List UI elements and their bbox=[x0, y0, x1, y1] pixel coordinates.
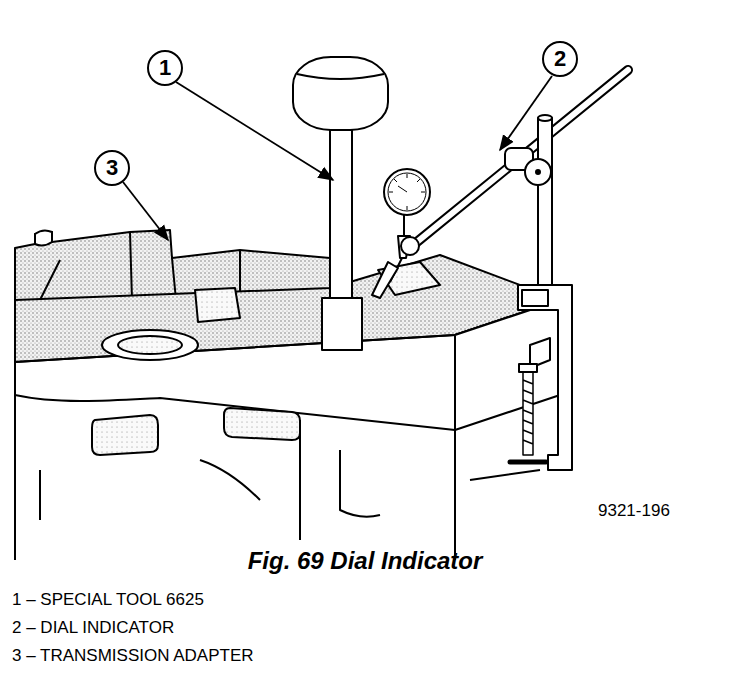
tool-knob-band bbox=[297, 74, 384, 79]
dial-lever bbox=[372, 262, 398, 298]
dial-holder bbox=[401, 237, 419, 255]
boss-cylinder bbox=[35, 230, 52, 245]
tool-sleeve bbox=[322, 298, 362, 350]
tool-knob bbox=[293, 57, 388, 130]
legend-line: 2 – DIAL INDICATOR bbox=[12, 618, 174, 637]
label-box: 1 – SPECIAL TOOL 6625 bbox=[12, 590, 204, 610]
bore-inner bbox=[118, 336, 182, 354]
bore bbox=[102, 330, 198, 360]
housing-front-face bbox=[455, 300, 560, 430]
clamp-screw-handle bbox=[510, 460, 546, 465]
label-box: 2 – DIAL INDICATOR bbox=[12, 618, 174, 638]
callout-number: 3 bbox=[106, 157, 118, 179]
callout-circle: 1 bbox=[147, 50, 183, 86]
figure-caption-box: Fig. 69 Dial Indicator bbox=[248, 547, 483, 575]
callout-circle: 3 bbox=[94, 150, 130, 186]
clamp-pad bbox=[519, 364, 537, 372]
leader-line bbox=[123, 182, 168, 240]
post-clamp-knob-dot bbox=[536, 170, 540, 174]
c-clamp bbox=[518, 285, 572, 470]
figure-caption: Fig. 69 Dial Indicator bbox=[248, 547, 483, 574]
dial-ticks bbox=[389, 174, 425, 210]
leader-line bbox=[500, 76, 552, 150]
indicator-arm-fill bbox=[412, 70, 628, 246]
post-top bbox=[538, 115, 552, 121]
tool-shaft bbox=[330, 130, 352, 300]
boss-block bbox=[195, 288, 240, 322]
housing-rib bbox=[40, 450, 380, 520]
label-box: 9321-196 bbox=[598, 501, 670, 521]
housing-opening bbox=[224, 408, 300, 440]
post-clamp-knob bbox=[525, 159, 551, 185]
dial-face-inner bbox=[388, 173, 426, 211]
callout-number: 2 bbox=[554, 48, 566, 70]
clamp-jaw bbox=[522, 290, 548, 306]
leader-line bbox=[176, 82, 333, 180]
clamp-screw bbox=[523, 372, 533, 455]
housing-opening bbox=[92, 415, 158, 455]
callout-number: 1 bbox=[159, 57, 171, 79]
legend-line: 3 – TRANSMISSION ADAPTER bbox=[12, 646, 254, 665]
indicator-post bbox=[538, 118, 552, 293]
callout-circle: 2 bbox=[542, 41, 578, 77]
legend-line: 1 – SPECIAL TOOL 6625 bbox=[12, 590, 204, 609]
figure-number: 9321-196 bbox=[598, 501, 670, 520]
indicator-arm bbox=[412, 70, 628, 246]
dial-face bbox=[384, 169, 430, 215]
label-box: 3 – TRANSMISSION ADAPTER bbox=[12, 646, 254, 666]
